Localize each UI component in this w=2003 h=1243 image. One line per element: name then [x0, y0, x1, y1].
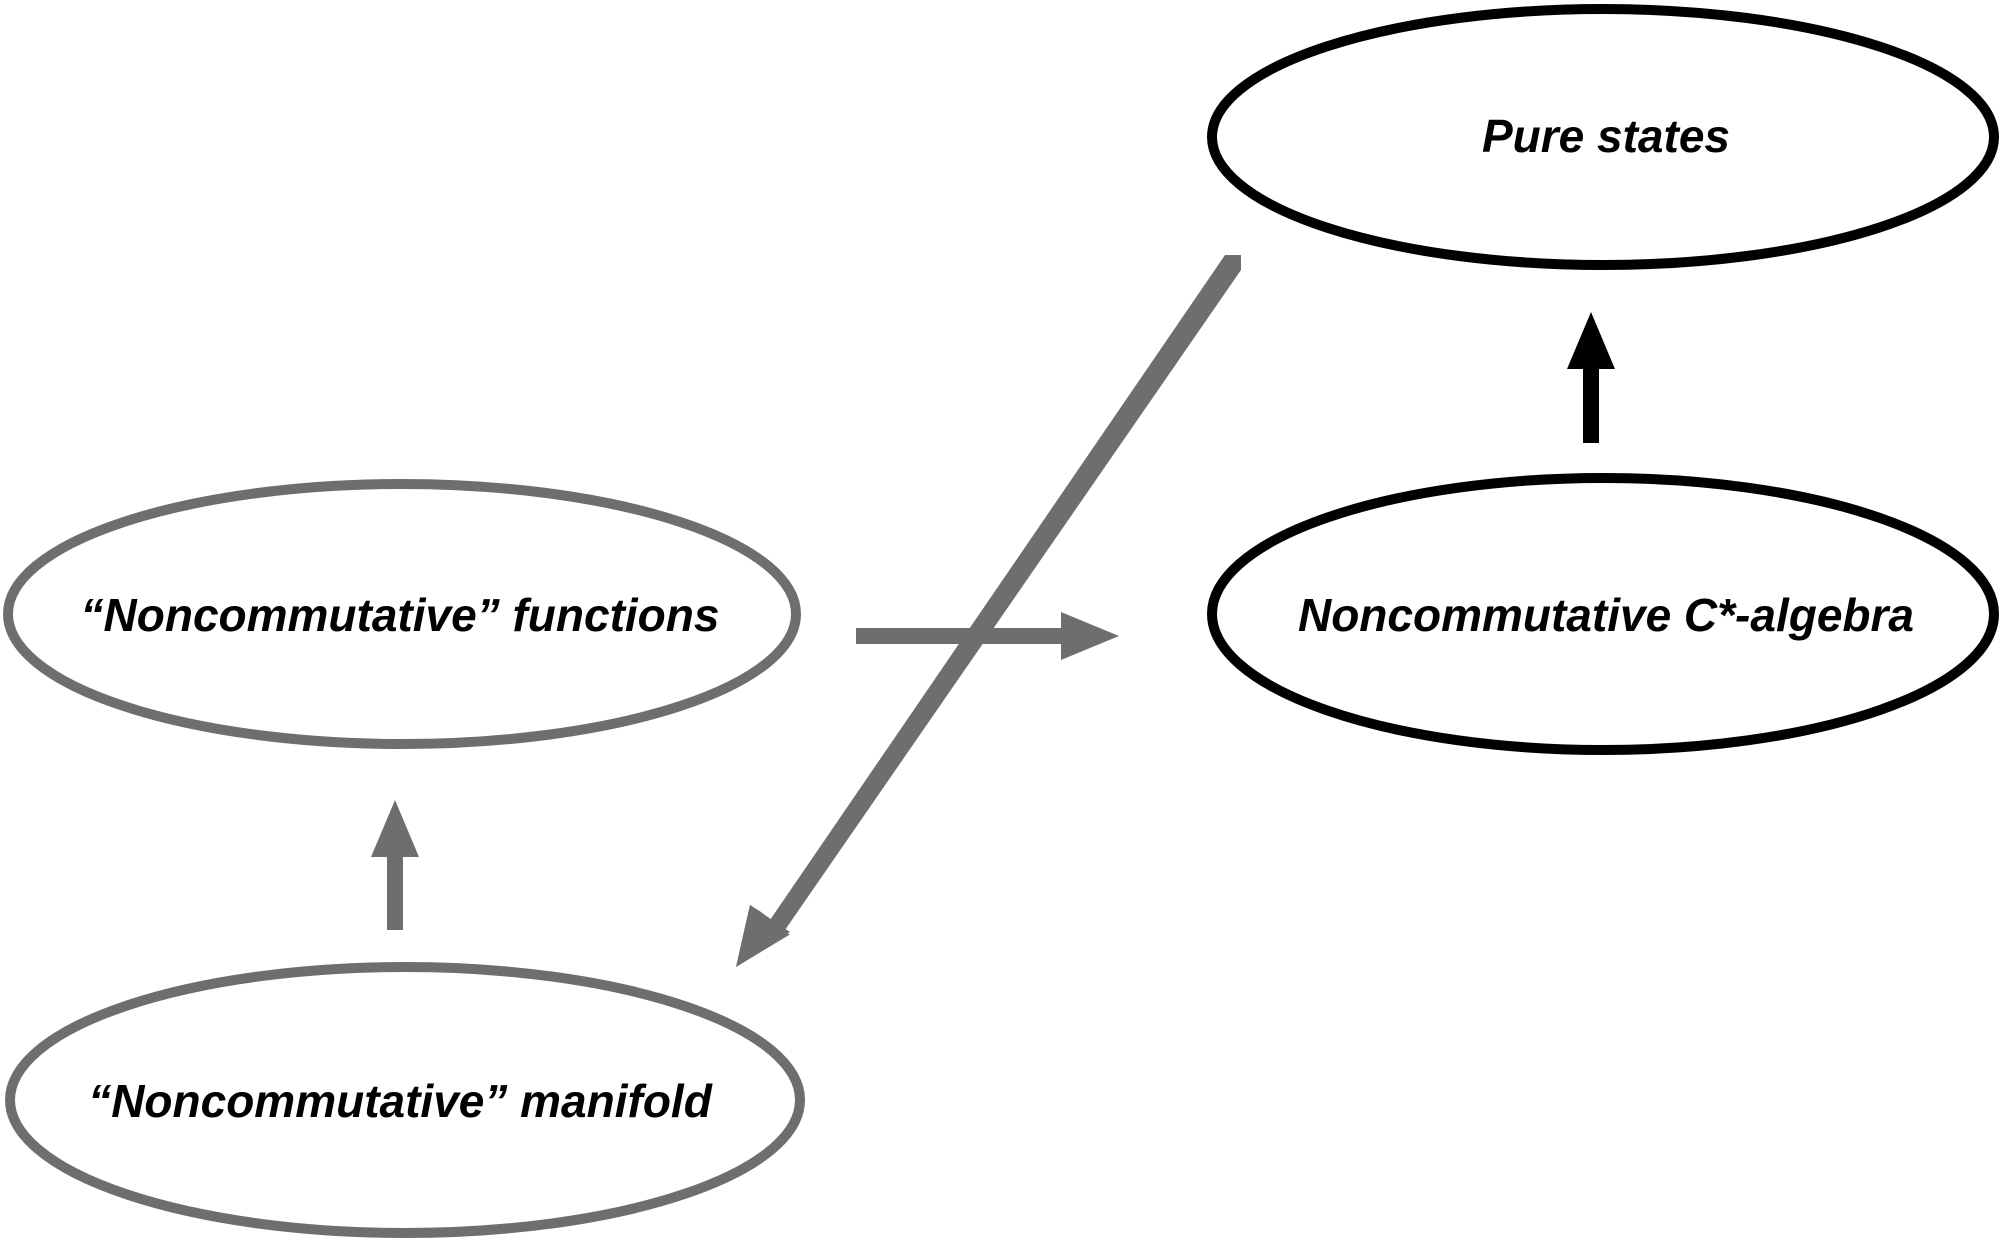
node-c-star-algebra: Noncommutative C*-algebra	[1207, 473, 1999, 755]
arrow-up-icon	[371, 800, 419, 857]
edge-functions-to-algebra	[856, 612, 1119, 660]
arrow-shaft	[770, 255, 1241, 930]
arrow-down-left-head	[736, 905, 790, 967]
arrow-up-icon	[1567, 312, 1615, 369]
edge-pure-states-to-manifold	[736, 255, 1241, 967]
node-pure-states: Pure states	[1207, 4, 1999, 270]
arrow-shaft	[387, 856, 403, 930]
node-nc-functions-ellipse	[3, 479, 801, 749]
node-nc-manifold-ellipse	[5, 962, 805, 1238]
node-c-star-algebra-label: Noncommutative C*-algebra	[1298, 589, 1914, 641]
node-nc-functions-label: “Noncommutative” functions	[81, 589, 720, 641]
node-nc-manifold: “Noncommutative” manifold	[5, 962, 805, 1238]
arrow-shaft	[1583, 368, 1599, 443]
edge-manifold-to-functions	[371, 800, 419, 930]
node-nc-functions: “Noncommutative” functions	[3, 479, 801, 749]
arrow-shaft	[856, 628, 1062, 644]
node-nc-manifold-label: “Noncommutative” manifold	[88, 1075, 713, 1127]
arrow-right-icon	[1061, 612, 1119, 660]
node-c-star-algebra-ellipse	[1207, 473, 1999, 755]
node-pure-states-label: Pure states	[1482, 110, 1730, 162]
node-pure-states-ellipse	[1207, 4, 1999, 270]
edge-algebra-to-pure-states	[1567, 312, 1615, 443]
